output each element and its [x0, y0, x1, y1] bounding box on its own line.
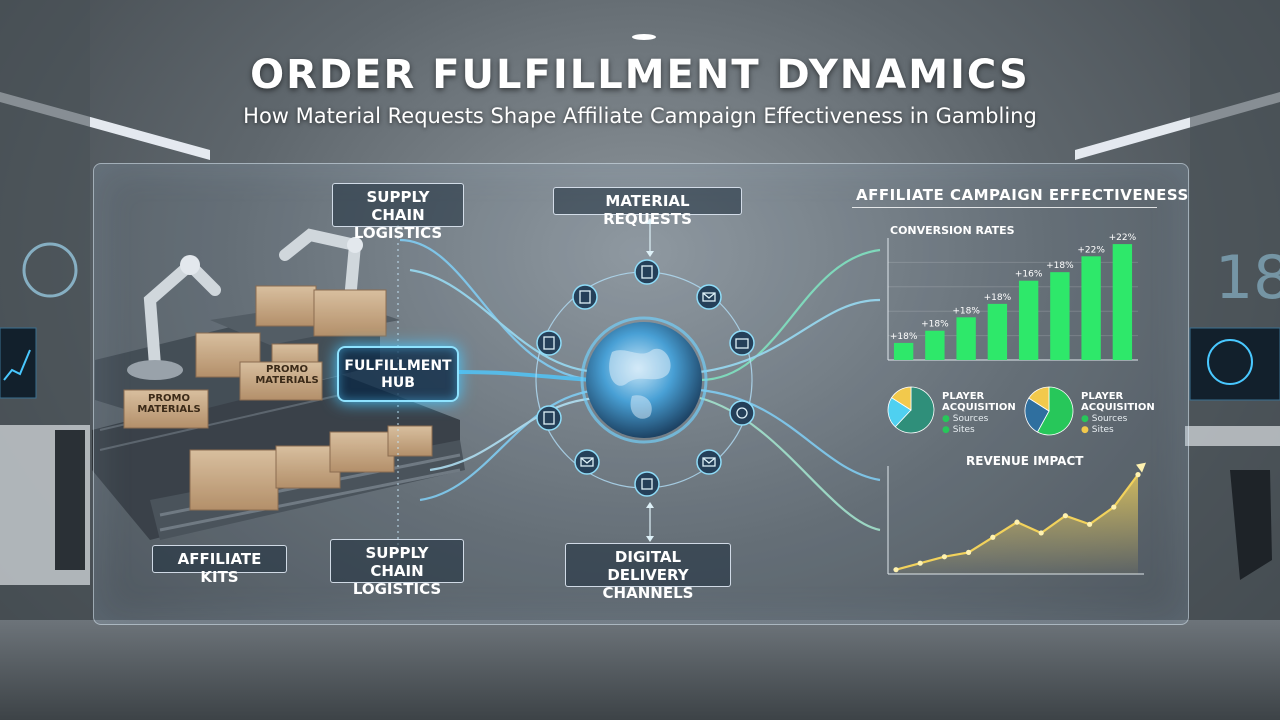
pie-slice: [891, 386, 912, 411]
pie1-legend: ● Sources ● Sites: [942, 414, 989, 435]
area-point: [917, 560, 923, 566]
area-point: [1062, 513, 1068, 519]
bar: [893, 342, 914, 360]
bar-data-label: +22%: [1077, 245, 1105, 255]
bar-data-label: +16%: [1015, 270, 1043, 280]
bar-data-label: +18%: [952, 306, 980, 316]
bar-data-label: +18%: [921, 320, 949, 330]
page-subtitle: How Material Requests Shape Affiliate Ca…: [243, 104, 1037, 128]
area-point: [1038, 530, 1044, 536]
svg-text:18: 18: [1215, 243, 1280, 313]
material-requests-label: MATERIAL REQUESTS: [553, 187, 742, 228]
bar: [1081, 256, 1101, 360]
conversion-rates-chart: +18%+18%+18%+18%+16%+18%+22%+22%: [887, 233, 1138, 361]
area-point: [1135, 472, 1141, 478]
page-title: ORDER FULFILLMENT DYNAMICS: [250, 52, 1030, 98]
pie-slice: [894, 386, 935, 434]
bar-data-label: +18%: [890, 332, 918, 342]
bar: [956, 317, 976, 360]
conversion-rates-title: CONVERSION RATES: [890, 224, 1015, 237]
area-point: [1087, 521, 1093, 527]
affiliate-kits-label: AFFILIATE KITS: [152, 545, 287, 586]
bar: [1050, 272, 1070, 360]
area-point: [1014, 519, 1020, 525]
player-acquisition-pie-2: [1024, 386, 1074, 436]
pie-slice: [1028, 386, 1050, 412]
bar-data-label: +22%: [1109, 233, 1137, 243]
bar: [1018, 280, 1039, 360]
pie-slice: [1036, 386, 1074, 436]
affiliate-effectiveness-title: AFFILIATE CAMPAIGN EFFECTIVENESS: [856, 186, 1189, 204]
bar-data-label: +18%: [1046, 261, 1074, 271]
area-point: [990, 534, 996, 540]
pie-slice: [1024, 397, 1050, 433]
bar-data-label: +18%: [984, 293, 1012, 303]
revenue-impact-title: REVENUE IMPACT: [966, 454, 1084, 468]
pie2-legend: ● Sources ● Sites: [1081, 414, 1128, 435]
arrow-up-icon: [1136, 462, 1146, 473]
bar: [987, 303, 1008, 360]
area-point: [893, 567, 899, 573]
bar: [925, 330, 945, 360]
area-point: [966, 549, 972, 555]
revenue-impact-chart: [887, 462, 1146, 575]
area-point: [941, 554, 947, 560]
bar: [1112, 244, 1133, 360]
section-divider: [852, 207, 1157, 208]
area-point: [1111, 504, 1117, 510]
player-acquisition-pie-1: [887, 386, 935, 434]
